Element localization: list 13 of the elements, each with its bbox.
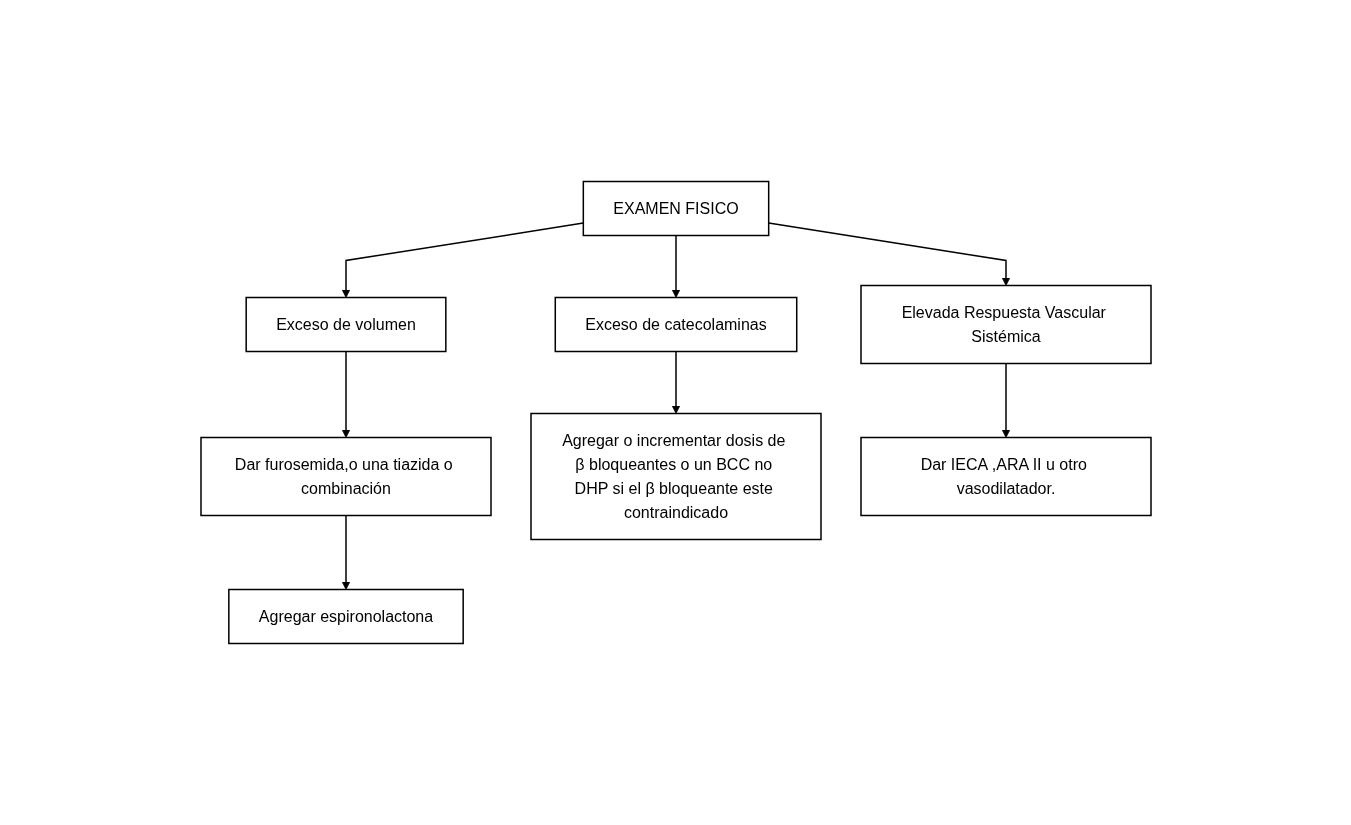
node-box: Agregar espironolactona <box>227 588 464 645</box>
node-box: Exceso de volumen <box>244 296 447 353</box>
node-box: Elevada Respuesta Vascular Sistémica <box>859 284 1152 365</box>
arrow <box>341 350 350 438</box>
node-box: Agregar o incrementar dosis de β bloqueantes o un BCC no DHP si el β bloqueante este contraindicado <box>529 412 822 541</box>
node-box: Dar furosemida,o una tiazida o combinación <box>199 436 492 517</box>
node-box: Dar IECA ,ARA II u otro vasodilatador. <box>859 436 1152 517</box>
arrow <box>341 514 350 590</box>
arrow <box>671 234 680 298</box>
arrow <box>1001 362 1010 438</box>
arrow <box>671 350 680 414</box>
node-box: EXAMEN FISICO <box>582 180 769 237</box>
node-box: Exceso de catecolaminas <box>554 296 797 353</box>
